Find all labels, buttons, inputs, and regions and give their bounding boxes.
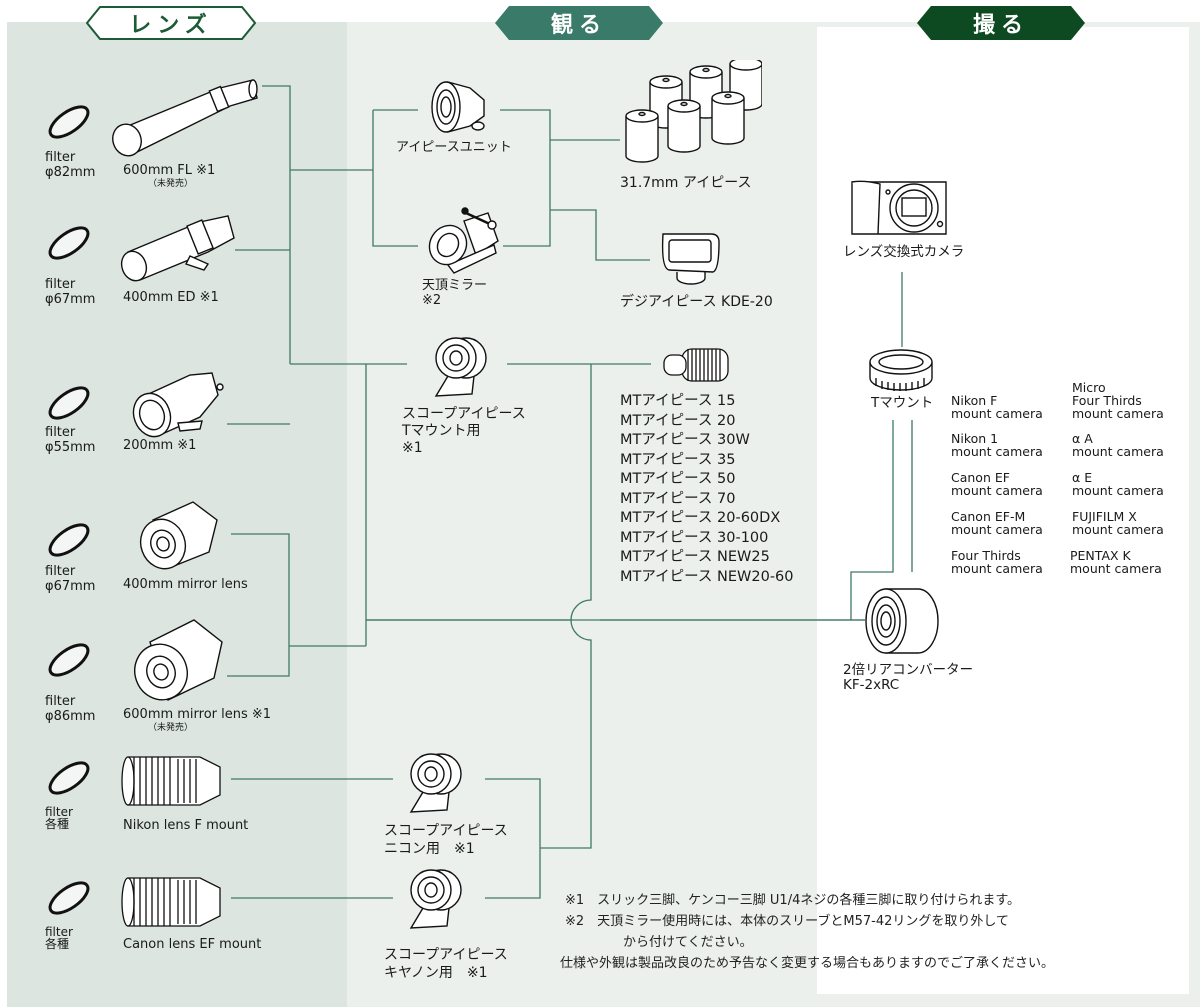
telephoto-lens-icon xyxy=(112,79,258,157)
mt-eyepiece-icon xyxy=(663,348,729,382)
header-shoot-label: 撮る xyxy=(972,13,1029,38)
filter-ring-icon xyxy=(48,523,90,557)
disclaimer: 仕様や外観は製品改良のため予告なく変更する場合もありますのでご了承ください。 xyxy=(560,956,1055,971)
lens-name: 400mm ED ※1 xyxy=(123,290,219,305)
header-lens-label: レンズ xyxy=(129,13,213,38)
header-view-label: 観る xyxy=(550,13,607,38)
digi-eyepiece-icon xyxy=(661,233,720,285)
scope-eyepiece-nikon-label: スコープアイピースニコン用 ※1 xyxy=(384,823,508,857)
mt-eyepiece-item: MTアイピース 50 xyxy=(620,471,736,487)
t-mount-label: Tマウント xyxy=(871,395,934,411)
footnote-2-cont: から付けてください。 xyxy=(623,935,753,950)
connector-mt-vertical xyxy=(540,364,592,849)
connector-to-digi xyxy=(550,209,650,261)
filter-ring-icon xyxy=(48,643,90,677)
eyepiece-31-7mm-icon xyxy=(625,60,762,163)
zoom-lens-icon xyxy=(121,756,221,806)
lens-name: Canon lens EF mount xyxy=(123,937,262,952)
mt-eyepiece-item: MTアイピース 15 xyxy=(620,393,736,409)
scope-eyepiece-icon xyxy=(409,753,462,813)
scope-eyepiece-icon xyxy=(434,337,487,397)
footnotes: ※1 スリック三脚、ケンコー三脚 U1/4ネジの各種三脚に取り付けられます。 ※… xyxy=(560,890,1054,974)
lens-status-note: （未発売） xyxy=(148,723,194,733)
mt-eyepiece-item: MTアイピース 70 xyxy=(620,490,736,507)
filter-ring-icon xyxy=(48,881,90,915)
mt-eyepiece-list: MTアイピース 15 MTアイピース 20 MTアイピース 30W MTアイピー… xyxy=(620,392,794,587)
eyepiece-31-7mm-label: 31.7mm アイピース xyxy=(620,175,752,191)
header-shoot: 撮る xyxy=(917,6,1085,40)
mirror-lens-icon xyxy=(139,501,218,570)
camera-label: レンズ交換式カメラ xyxy=(843,244,965,260)
footnote-2: ※2 天頂ミラー使用時には、本体のスリーブとM57-42リングを取り外して xyxy=(565,914,1009,929)
zenith-mirror-icon xyxy=(428,207,499,274)
mt-eyepiece-item: MTアイピース 20-60DX xyxy=(620,510,781,526)
lens-status-note: （未発売） xyxy=(148,179,194,189)
mt-eyepiece-item: MTアイピース 30-100 xyxy=(620,529,769,546)
filter-ring-icon xyxy=(48,761,90,795)
header-view: 観る xyxy=(495,6,663,40)
lens-name: 600mm mirror lens ※1 xyxy=(123,707,272,722)
connector-eyepiece-unit-right xyxy=(500,109,551,247)
connector-600fl xyxy=(262,85,291,364)
lens-name: Nikon lens F mount xyxy=(123,818,249,833)
t-mount-icon xyxy=(869,349,933,391)
digi-eyepiece-label: デジアイピース KDE-20 xyxy=(620,294,773,310)
scope-eyepiece-icon xyxy=(409,869,462,929)
telephoto-lens-icon xyxy=(132,372,224,438)
header-lens: レンズ xyxy=(86,6,256,40)
filter-ring-icon xyxy=(48,386,90,420)
view-column-panel xyxy=(347,22,817,1007)
filter-ring-icon xyxy=(48,226,90,260)
lens-name: 600mm FL ※1 xyxy=(123,163,216,178)
mt-eyepiece-item: MTアイピース NEW25 xyxy=(620,549,770,565)
lens-name: 200mm ※1 xyxy=(123,438,197,453)
connector-scope-bracket xyxy=(485,778,541,899)
mt-eyepiece-item: MTアイピース 30W xyxy=(620,432,750,448)
footnote-1: ※1 スリック三脚、ケンコー三脚 U1/4ネジの各種三脚に取り付けられます。 xyxy=(565,893,1021,908)
zenith-mirror-label: 天頂ミラー※2 xyxy=(422,278,488,308)
eyepiece-unit-icon xyxy=(431,81,485,133)
mt-eyepiece-item: MTアイピース NEW20-60 xyxy=(620,568,794,585)
mt-eyepiece-item: MTアイピース 35 xyxy=(620,451,736,468)
mirror-lens-icon xyxy=(134,619,223,701)
zoom-lens-icon xyxy=(121,877,221,927)
connector-tmount-left xyxy=(850,420,894,620)
rear-converter-icon xyxy=(865,588,939,654)
filter-ring-icon xyxy=(48,105,90,139)
scope-eyepiece-canon-label: スコープアイピースキヤノン用 ※1 xyxy=(384,947,508,981)
mirrorless-camera-icon xyxy=(851,180,947,235)
connector-mirror-lens xyxy=(227,533,290,677)
eyepiece-unit-label: アイピースユニット xyxy=(396,140,512,155)
mt-eyepiece-item: MTアイピース 20 xyxy=(620,412,736,429)
lens-name: 400mm mirror lens xyxy=(123,577,248,592)
connector-eyepiece-unit-left xyxy=(372,109,418,247)
telephoto-lens-icon xyxy=(120,215,235,282)
